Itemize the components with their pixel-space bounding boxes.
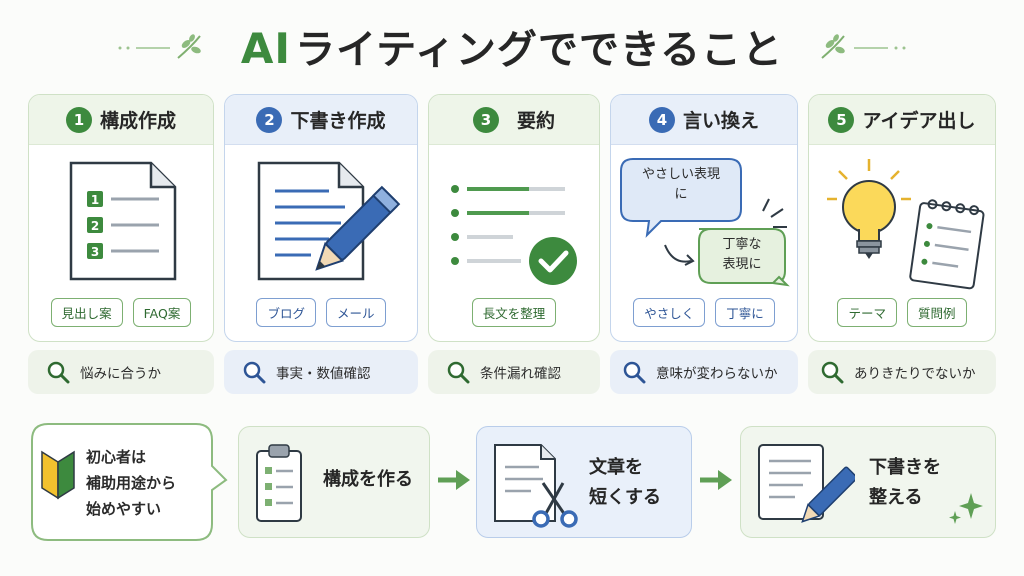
flow-step-text: 文章を 短くする <box>589 453 661 513</box>
bubble-easy-text: やさしい表現 に <box>629 165 733 205</box>
title-accent: AI <box>240 24 292 73</box>
list-number-2: 2 <box>91 219 99 233</box>
magnifier-icon <box>447 361 470 384</box>
flow-step-line: 下書きを <box>869 457 941 478</box>
list-number-1: 1 <box>91 193 99 207</box>
card-ideas: 5 アイデア出し テーマ <box>808 94 996 342</box>
tag: テーマ <box>837 298 897 327</box>
step-number: 2 <box>256 106 283 133</box>
check-text: ありきたりでないか <box>854 366 976 382</box>
list-number-3: 3 <box>91 245 99 259</box>
page-title: AI ライティングでできること <box>241 17 783 75</box>
tag: FAQ案 <box>132 298 192 327</box>
leaf-decoration-left-icon <box>118 34 201 59</box>
check-text: 事実・数値確認 <box>276 366 371 382</box>
tag: 丁寧に <box>715 298 775 327</box>
document-scissors-icon <box>494 444 578 528</box>
tag-row: テーマ 質問例 <box>809 298 995 327</box>
bubble-line: やさしい表現 <box>641 167 720 182</box>
card-title: 下書き作成 <box>290 110 386 132</box>
flow-step-text: 構成を作る <box>323 469 413 490</box>
step-number: 4 <box>648 106 675 133</box>
sparkle-icon <box>949 493 983 524</box>
card-title: アイデア出し <box>862 110 976 132</box>
magnifier-icon <box>47 361 70 384</box>
card-illustration <box>429 145 599 295</box>
card-title: 要約 <box>516 110 555 132</box>
step-number: 1 <box>65 106 92 133</box>
arrow-right-icon <box>700 470 732 490</box>
beginner-text: 初心者は 補助用途から 始めやすい <box>86 444 206 522</box>
card-header: 3 要約 <box>429 95 599 145</box>
tag: やさしく <box>633 298 706 327</box>
card-illustration: 1 2 3 <box>29 145 213 295</box>
step-number: 3 <box>472 106 499 133</box>
card-summary: 3 要約 長文を整理 <box>428 94 600 342</box>
magnifier-icon <box>243 361 266 384</box>
beginner-speech-bubble <box>31 423 228 541</box>
check-row-draft: 事実・数値確認 <box>224 350 418 394</box>
beginner-mark-icon <box>41 450 75 500</box>
tag: ブログ <box>256 298 316 327</box>
flow-step-structure: 構成を作る <box>238 426 430 538</box>
check-text: 悩みに合うか <box>80 366 161 382</box>
card-header: 5 アイデア出し <box>809 95 995 145</box>
check-text: 条件漏れ確認 <box>480 366 561 382</box>
flow-step-line: 短くする <box>589 487 661 508</box>
step-number: 5 <box>828 106 855 133</box>
beginner-line: 始めやすい <box>86 500 162 518</box>
bubble-line: 表現に <box>722 257 762 272</box>
card-header: 2 下書き作成 <box>225 95 417 145</box>
magnifier-icon <box>623 361 646 384</box>
card-title: 構成作成 <box>99 110 176 132</box>
leaf-decoration-right-icon <box>821 34 906 59</box>
bubble-line: に <box>674 187 688 202</box>
arrow-right-icon <box>438 470 470 490</box>
tag-row: やさしく 丁寧に <box>611 298 797 327</box>
card-illustration: やさしい表現 に 丁寧な 表現に <box>611 145 797 295</box>
card-rephrase: 4 言い換え やさしい表現 に 丁寧な 表現に やさしく 丁寧に <box>610 94 798 342</box>
card-draft: 2 下書き作成 ブログ メール <box>224 94 418 342</box>
card-title: 言い換え <box>682 110 759 132</box>
tag: 長文を整理 <box>471 298 557 327</box>
beginner-line: 補助用途から <box>86 474 177 492</box>
lightbulb-notepad-icon <box>827 159 985 290</box>
beginner-line: 初心者は <box>86 448 147 466</box>
card-header: 4 言い換え <box>611 95 797 145</box>
document-pen-icon <box>758 444 855 523</box>
numbered-document-icon: 1 2 3 <box>69 161 177 281</box>
tag: メール <box>326 298 386 327</box>
tag-row: 長文を整理 <box>429 298 599 327</box>
check-row-rephrase: 意味が変わらないか <box>610 350 798 394</box>
tag: 質問例 <box>907 298 967 327</box>
check-row-structure: 悩みに合うか <box>28 350 214 394</box>
card-header: 1 構成作成 <box>29 95 213 145</box>
clipboard-icon <box>256 444 302 522</box>
tag: 見出し案 <box>50 298 123 327</box>
tag-row: ブログ メール <box>225 298 417 327</box>
flow-step-text: 下書きを 整える <box>869 453 941 513</box>
tag-row: 見出し案 FAQ案 <box>29 298 213 327</box>
summary-list-check-icon <box>451 185 577 285</box>
card-illustration <box>809 145 995 295</box>
check-row-ideas: ありきたりでないか <box>808 350 996 394</box>
speech-bubbles-icon <box>620 158 790 287</box>
card-illustration <box>225 145 417 295</box>
title-text: ライティングでできること <box>295 27 784 73</box>
flow-step-shorten: 文章を 短くする <box>476 426 692 538</box>
check-text: 意味が変わらないか <box>656 366 778 382</box>
flow-step-polish: 下書きを 整える <box>740 426 996 538</box>
document-pencil-icon <box>257 161 401 281</box>
flow-step-line: 整える <box>869 487 923 508</box>
bubble-polite-text: 丁寧な 表現に <box>703 235 781 275</box>
bubble-line: 丁寧な <box>722 237 762 252</box>
check-row-summary: 条件漏れ確認 <box>428 350 600 394</box>
magnifier-icon <box>821 361 844 384</box>
header: AI ライティングでできること <box>0 14 1024 78</box>
flow-step-line: 文章を <box>589 457 643 478</box>
card-structure: 1 構成作成 1 2 3 見出し案 FAQ案 <box>28 94 214 342</box>
